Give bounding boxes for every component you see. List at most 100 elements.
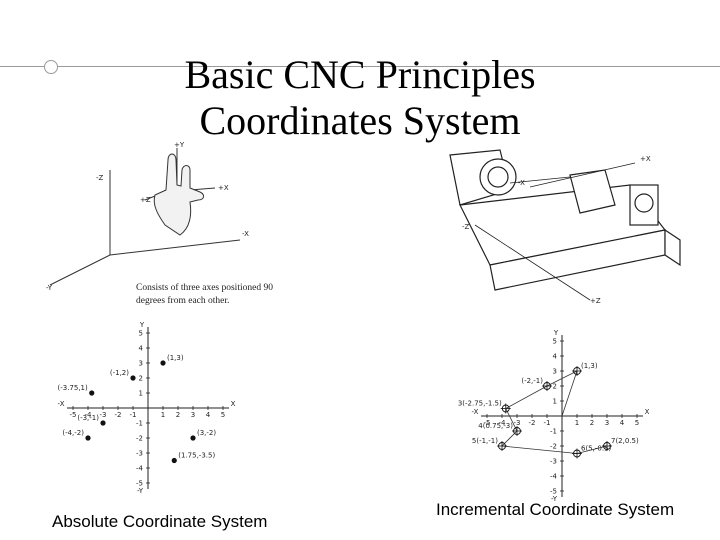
- inc-y-tick-label: 2: [553, 383, 557, 391]
- lathe-end-block: [664, 228, 681, 267]
- abs-y-tick-label: 5: [139, 330, 143, 338]
- abs-y-tick-label: 3: [139, 360, 143, 368]
- abs-y-tick-label: 4: [139, 345, 144, 353]
- lathe-chuck-inner: [487, 166, 509, 188]
- abs-point: [190, 435, 196, 441]
- inc-y-tick-label: 1: [553, 398, 557, 406]
- hand-note-line-2: degrees from each other.: [136, 295, 229, 306]
- inc-y-tick-label: -5: [550, 488, 557, 496]
- abs-y-tick-label: -1: [136, 420, 143, 428]
- abs-point: [100, 420, 106, 426]
- inc-y-tick-label: 4: [553, 353, 558, 361]
- title-line-2: Coordinates System: [199, 98, 521, 143]
- incremental-caption: Incremental Coordinate System: [436, 500, 675, 519]
- lathe-label-minus-z: -Z: [462, 223, 470, 231]
- hand-axes-figure: +Y +Z +X -Z -X -Y Consists of three axes…: [46, 141, 273, 306]
- inc-x-tick-label: 2: [590, 419, 594, 427]
- inc-x-axis-label: X: [645, 408, 650, 416]
- abs-x-tick-label: -5: [70, 411, 77, 419]
- abs-x-axis-label: X: [231, 400, 236, 408]
- inc-point-label: 6(5,-0.5): [581, 445, 612, 453]
- hand-label-plus-z: +Z: [140, 196, 151, 204]
- abs-x-tick-label: -1: [130, 411, 137, 419]
- abs-neg-x-axis-label: -X: [58, 400, 65, 408]
- abs-point-label: (-1,2): [110, 369, 129, 377]
- hand-label-minus-z: -Z: [96, 174, 104, 182]
- inc-y-tick-label: 5: [553, 338, 557, 346]
- inc-y-tick-label: -3: [550, 458, 557, 466]
- x-axis-line: [109, 239, 241, 256]
- inc-point-label: 3(-2.75,-1.5): [458, 400, 502, 408]
- abs-y-axis-label: Y: [139, 321, 145, 329]
- inc-neg-x-axis-label: -X: [472, 408, 479, 416]
- hand-note-line-1: Consists of three axes positioned 90: [136, 282, 273, 293]
- abs-point: [130, 375, 136, 381]
- lathe-label-plus-x: +X: [640, 155, 651, 163]
- abs-x-tick-label: 5: [221, 411, 225, 419]
- inc-x-tick-label: 4: [620, 419, 625, 427]
- inc-y-tick-label: 3: [553, 368, 557, 376]
- hand-illustration: [153, 153, 205, 236]
- abs-x-tick-label: -3: [100, 411, 107, 419]
- hand-label-minus-y: -Y: [46, 284, 53, 292]
- abs-y-tick-label: -4: [136, 465, 144, 473]
- lathe-label-plus-z: +Z: [590, 297, 601, 305]
- abs-x-tick-label: -4: [85, 411, 93, 419]
- abs-y-tick-label: -5: [136, 480, 143, 488]
- hand-label-plus-x: +X: [218, 184, 229, 192]
- lathe-figure: +X -X -Z +Z: [449, 149, 681, 305]
- inc-y-tick-label: -4: [550, 473, 558, 481]
- z-axis-line: [49, 254, 111, 286]
- lathe-label-minus-x: -X: [518, 179, 525, 187]
- inc-x-tick-label: -1: [544, 419, 551, 427]
- title-rule-bullet: [44, 60, 58, 74]
- inc-y-tick-label: -1: [550, 428, 557, 436]
- abs-x-tick-label: 1: [161, 411, 165, 419]
- inc-x-tick-label: -2: [529, 419, 536, 427]
- abs-y-tick-label: -3: [136, 450, 143, 458]
- inc-path-segment: [576, 445, 608, 454]
- abs-point-label: (1.75,-3.5): [178, 452, 215, 460]
- hand-label-minus-x: -X: [242, 230, 249, 238]
- abs-point: [85, 435, 91, 441]
- inc-neg-y-axis-label: -Y: [551, 495, 558, 503]
- abs-point-label: (1,3): [167, 354, 184, 362]
- slide-title: Basic CNC Principles Coordinates System: [120, 52, 600, 144]
- inc-x-tick-label: -5: [484, 419, 491, 427]
- lathe-carriage: [569, 169, 616, 214]
- abs-x-tick-label: 4: [206, 411, 211, 419]
- inc-path-segment: [546, 370, 578, 387]
- inc-point-label: (-2,-1): [521, 377, 543, 385]
- inc-point-label: (1,3): [581, 362, 598, 370]
- inc-x-tick-label: 5: [635, 419, 639, 427]
- lathe-workpiece: [509, 176, 571, 184]
- abs-point: [89, 390, 95, 396]
- lathe-plus-x-arrow: [529, 162, 636, 188]
- abs-x-tick-label: 2: [176, 411, 180, 419]
- abs-x-tick-label: 3: [191, 411, 195, 419]
- absolute-caption: Absolute Coordinate System: [52, 512, 268, 531]
- title-rule: [0, 66, 720, 67]
- inc-x-tick-label: 1: [575, 419, 579, 427]
- lathe-tailstock-wheel: [634, 193, 654, 213]
- abs-point: [171, 457, 177, 464]
- abs-y-tick-label: 1: [139, 390, 143, 398]
- inc-point-label: 5(-1,-1): [472, 437, 498, 445]
- lathe-minus-z-arrow: [474, 224, 591, 301]
- inc-path-segment: [505, 408, 518, 432]
- abs-x-tick-label: -2: [115, 411, 122, 419]
- abs-point-label: (-3,-1): [77, 414, 99, 422]
- abs-neg-y-axis-label: -Y: [137, 487, 144, 495]
- inc-y-tick-label: -2: [550, 443, 557, 451]
- inc-path-segment: [561, 370, 578, 417]
- abs-point: [160, 360, 166, 366]
- abs-point-label: (3,-2): [197, 429, 216, 437]
- inc-x-tick-label: -3: [514, 419, 521, 427]
- inc-point-label: 7(2,0.5): [611, 437, 639, 445]
- inc-x-tick-label: 3: [605, 419, 609, 427]
- abs-y-tick-label: -2: [136, 435, 143, 443]
- inc-x-tick-label: -4: [499, 419, 507, 427]
- inc-y-axis-label: Y: [553, 329, 559, 337]
- abs-y-tick-label: 2: [139, 375, 143, 383]
